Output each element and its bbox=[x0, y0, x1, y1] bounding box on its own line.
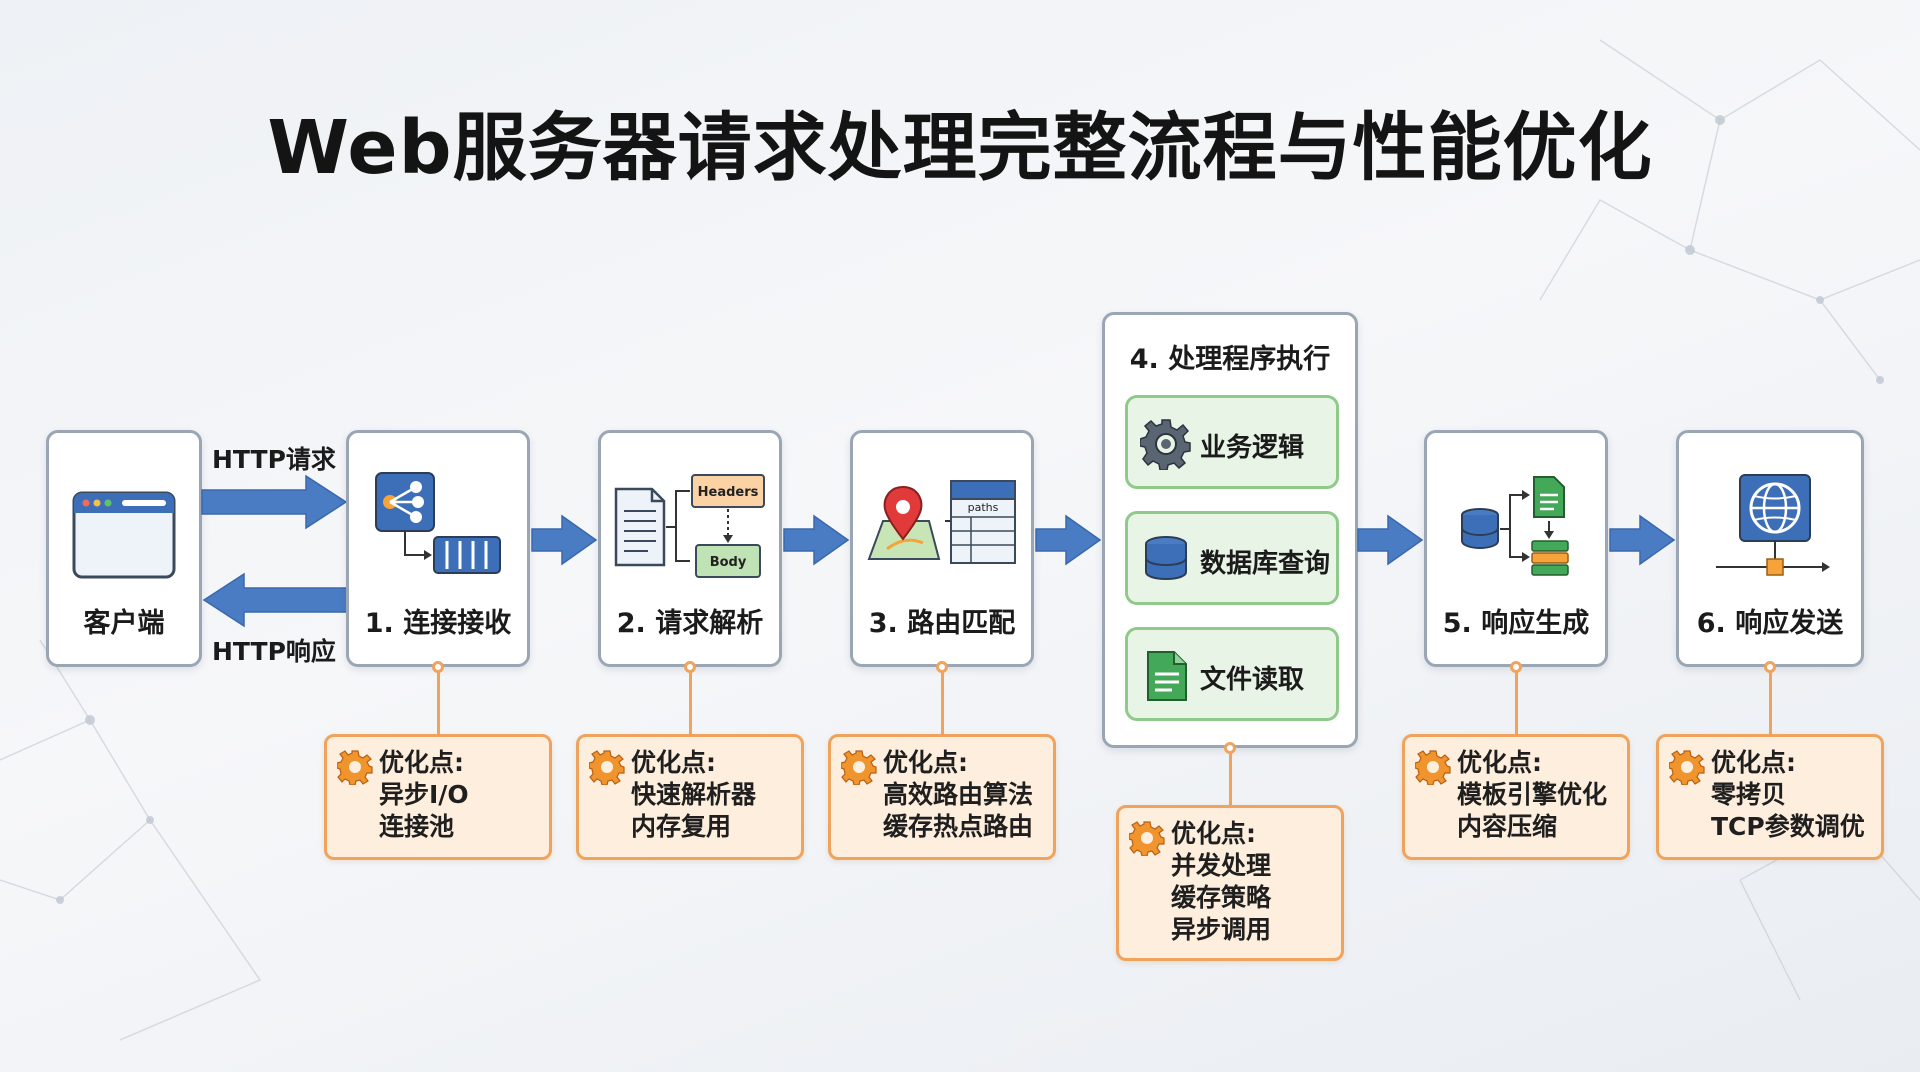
http-request-label: HTTP请求 bbox=[212, 445, 336, 474]
optimization-item: 快速解析器 bbox=[631, 780, 757, 809]
optimization-title: 优化点: bbox=[1457, 748, 1542, 777]
client-label: 客户端 bbox=[83, 608, 165, 639]
optimization-box: 优化点: 高效路由算法缓存热点路由 bbox=[828, 734, 1056, 860]
optimization-item: 内存复用 bbox=[631, 812, 732, 841]
flow-arrow-icon bbox=[1357, 514, 1424, 566]
connector-dot bbox=[684, 661, 696, 673]
stage-label: 3. 路由匹配 bbox=[868, 608, 1016, 639]
gear-icon bbox=[589, 750, 625, 785]
gear-icon bbox=[1140, 419, 1191, 470]
optimization-item: 异步I/O bbox=[379, 780, 469, 809]
body-box-label: Body bbox=[710, 555, 747, 570]
headers-box-label: Headers bbox=[698, 485, 759, 500]
gear-icon bbox=[337, 750, 373, 785]
globe-send-icon bbox=[1679, 473, 1861, 579]
optimization-item: 零拷贝 bbox=[1711, 780, 1787, 809]
paths-table-label: paths bbox=[968, 501, 999, 514]
optimization-box: 优化点: 异步I/O 连接池 bbox=[324, 734, 552, 860]
optimization-box: 优化点: 快速解析器内存复用 bbox=[576, 734, 804, 860]
optimization-box: 优化点: 零拷贝 TCP参数调优 bbox=[1656, 734, 1884, 860]
connector-dot bbox=[1764, 661, 1776, 673]
optimization-item: 连接池 bbox=[379, 812, 455, 841]
optimization-connector bbox=[689, 672, 692, 736]
optimization-connector bbox=[1229, 753, 1232, 807]
flow-arrow-icon bbox=[1035, 514, 1102, 566]
stage-label: 4. 处理程序执行 bbox=[1129, 344, 1331, 375]
optimization-item: TCP参数调优 bbox=[1711, 812, 1865, 841]
document-parse-icon: Headers Body bbox=[601, 473, 779, 579]
gear-icon bbox=[841, 750, 877, 785]
file-icon bbox=[1147, 651, 1187, 701]
optimization-item: 高效路由算法 bbox=[883, 780, 1034, 809]
flow-arrow-icon bbox=[783, 514, 850, 566]
stage-card-connection: 1. 连接接收 bbox=[346, 430, 530, 667]
sub-card-database-query: 数据库查询 bbox=[1125, 511, 1339, 605]
optimization-item: 并发处理 bbox=[1171, 851, 1272, 880]
gear-icon bbox=[1415, 750, 1451, 785]
sub-label: 文件读取 bbox=[1200, 665, 1305, 695]
stage-card-parsing: Headers Body 2. 请求解析 bbox=[598, 430, 782, 667]
sub-card-file-read: 文件读取 bbox=[1125, 627, 1339, 721]
optimization-item: 模板引擎优化 bbox=[1457, 780, 1608, 809]
stage-label: 5. 响应生成 bbox=[1442, 608, 1590, 639]
optimization-connector bbox=[437, 672, 440, 736]
optimization-connector bbox=[1515, 672, 1518, 736]
map-route-icon: paths bbox=[853, 479, 1031, 565]
stage-card-handler: 4. 处理程序执行 业务逻辑 数据库查询 文件读取 bbox=[1102, 312, 1358, 748]
page-title: Web服务器请求处理完整流程与性能优化 bbox=[267, 105, 1653, 191]
connector-dot bbox=[432, 661, 444, 673]
http-request-arrow-icon bbox=[201, 474, 348, 530]
gear-icon bbox=[1129, 821, 1165, 856]
stage-label: 6. 响应发送 bbox=[1696, 608, 1844, 639]
optimization-item: 缓存热点路由 bbox=[883, 812, 1034, 841]
response-build-icon bbox=[1427, 475, 1605, 579]
optimization-title: 优化点: bbox=[379, 748, 464, 777]
stage-label: 1. 连接接收 bbox=[364, 608, 512, 639]
optimization-title: 优化点: bbox=[1711, 748, 1796, 777]
client-card: 客户端 bbox=[46, 430, 202, 667]
flow-arrow-icon bbox=[531, 514, 598, 566]
optimization-connector bbox=[941, 672, 944, 736]
optimization-box: 优化点: 并发处理缓存策略异步调用 bbox=[1116, 805, 1344, 961]
browser-window-icon bbox=[49, 489, 199, 581]
network-queue-icon bbox=[349, 471, 527, 575]
optimization-box: 优化点: 模板引擎优化内容压缩 bbox=[1402, 734, 1630, 860]
optimization-connector bbox=[1769, 672, 1772, 736]
optimization-item: 内容压缩 bbox=[1457, 812, 1558, 841]
sub-card-business-logic: 业务逻辑 bbox=[1125, 395, 1339, 489]
gear-icon bbox=[1669, 750, 1705, 785]
stage-label: 2. 请求解析 bbox=[616, 608, 764, 639]
optimization-title: 优化点: bbox=[1171, 819, 1256, 848]
stage-card-response-build: 5. 响应生成 bbox=[1424, 430, 1608, 667]
database-icon bbox=[1145, 536, 1187, 581]
stage-card-response-send: 6. 响应发送 bbox=[1676, 430, 1864, 667]
optimization-title: 优化点: bbox=[631, 748, 716, 777]
sub-label: 数据库查询 bbox=[1200, 549, 1331, 579]
connector-dot bbox=[936, 661, 948, 673]
optimization-title: 优化点: bbox=[883, 748, 968, 777]
optimization-item: 缓存策略 bbox=[1171, 883, 1272, 912]
http-response-label: HTTP响应 bbox=[212, 637, 336, 666]
flow-arrow-icon bbox=[1609, 514, 1676, 566]
connector-dot bbox=[1224, 742, 1236, 754]
connector-dot bbox=[1510, 661, 1522, 673]
sub-label: 业务逻辑 bbox=[1200, 433, 1305, 463]
optimization-item: 异步调用 bbox=[1171, 915, 1272, 944]
http-response-arrow-icon bbox=[202, 572, 349, 628]
stage-card-routing: paths 3. 路由匹配 bbox=[850, 430, 1034, 667]
